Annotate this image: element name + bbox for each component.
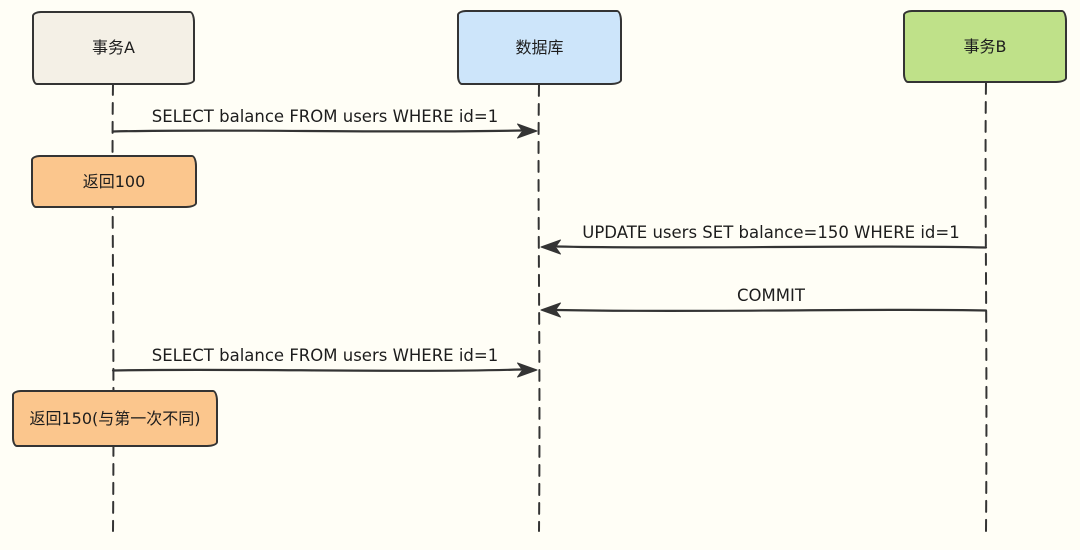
lifeline-database (537, 84, 541, 532)
arrow-select-1-head (517, 123, 538, 139)
lifeline-transaction-a (111, 83, 115, 532)
actor-transaction-a: 事务A (32, 11, 195, 85)
arrow-commit-head (540, 302, 561, 318)
actor-transaction-b: 事务B (903, 10, 1067, 83)
actor-transaction-b-label: 事务B (963, 36, 1007, 56)
note-return-100: 返回100 (31, 155, 197, 208)
lifeline-transaction-b (984, 82, 988, 532)
actor-database-label: 数据库 (515, 37, 564, 57)
actor-database: 数据库 (457, 10, 622, 85)
message-update-label: UPDATE users SET balance=150 WHERE id=1 (582, 223, 960, 242)
arrow-select-1-line (111, 129, 523, 133)
arrow-select-2-head (517, 362, 538, 378)
message-select-1-label: SELECT balance FROM users WHERE id=1 (151, 107, 499, 126)
actor-transaction-a-label: 事务A (92, 38, 135, 58)
note-return-150: 返回150(与第一次不同) (12, 390, 218, 447)
note-return-150-label: 返回150(与第一次不同) (29, 408, 201, 428)
arrow-update-head (540, 239, 561, 255)
message-select-2-label: SELECT balance FROM users WHERE id=1 (151, 346, 499, 365)
note-return-100-label: 返回100 (82, 171, 146, 191)
message-commit-label: COMMIT (737, 286, 805, 305)
arrow-select-2-line (111, 368, 523, 372)
arrow-update-line (555, 245, 988, 249)
arrow-commit-line (555, 308, 988, 313)
